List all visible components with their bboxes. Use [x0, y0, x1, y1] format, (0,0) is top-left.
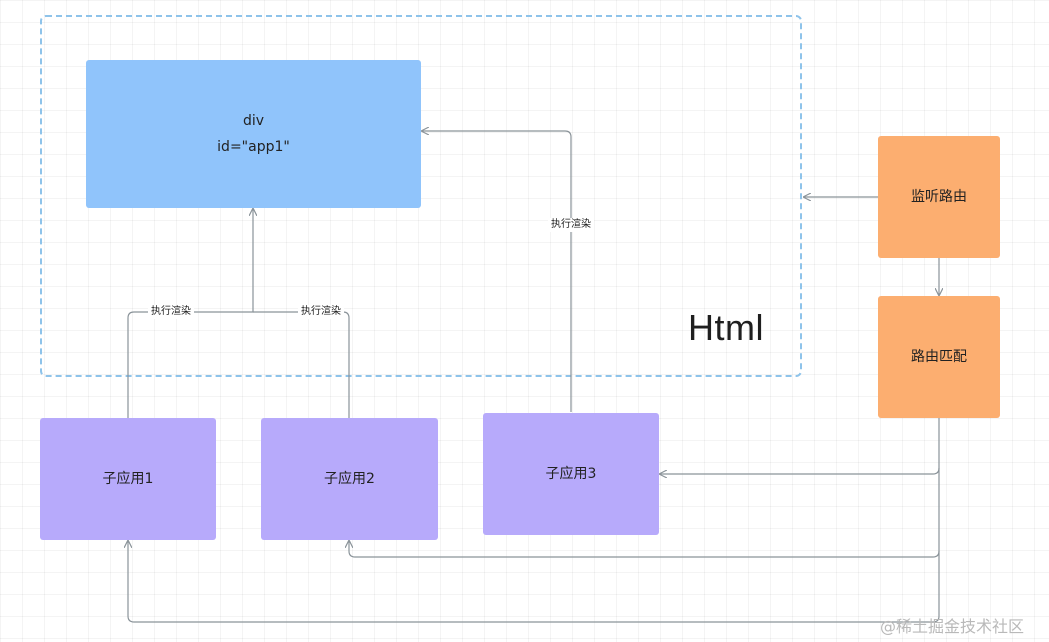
route-match-text: 路由匹配: [911, 349, 967, 365]
edge-match-to-subapp1: [128, 541, 940, 623]
listen-route-node[interactable]: 监听路由: [878, 136, 1000, 258]
edge-label-render-2: 执行渲染: [298, 305, 344, 319]
sub-app-3-text: 子应用3: [545, 466, 597, 482]
edge-match-to-subapp3: [660, 418, 940, 474]
div-app1-node[interactable]: div id="app1": [86, 60, 421, 208]
edge-label-render-3: 执行渲染: [548, 218, 594, 232]
sub-app-2-node[interactable]: 子应用2: [261, 418, 438, 540]
html-container-label: Html: [688, 307, 764, 348]
watermark-text: @稀土掘金技术社区: [880, 617, 1025, 636]
listen-route-text: 监听路由: [911, 189, 967, 205]
sub-app-1-text: 子应用1: [102, 471, 154, 487]
edge-label-render-1: 执行渲染: [148, 305, 194, 319]
edge-subapp2-to-div: [253, 311, 350, 418]
route-match-node[interactable]: 路由匹配: [878, 296, 1000, 418]
div-node-tag-text: div: [242, 113, 265, 129]
sub-app-1-node[interactable]: 子应用1: [40, 418, 216, 540]
edge-subapp1-to-div: [127, 209, 253, 418]
sub-app-2-text: 子应用2: [324, 471, 375, 487]
html-container-frame: [40, 15, 802, 377]
div-node-id-text: id="app1": [217, 139, 290, 155]
sub-app-3-node[interactable]: 子应用3: [483, 413, 659, 535]
edge-subapp3-to-div: [422, 131, 572, 412]
